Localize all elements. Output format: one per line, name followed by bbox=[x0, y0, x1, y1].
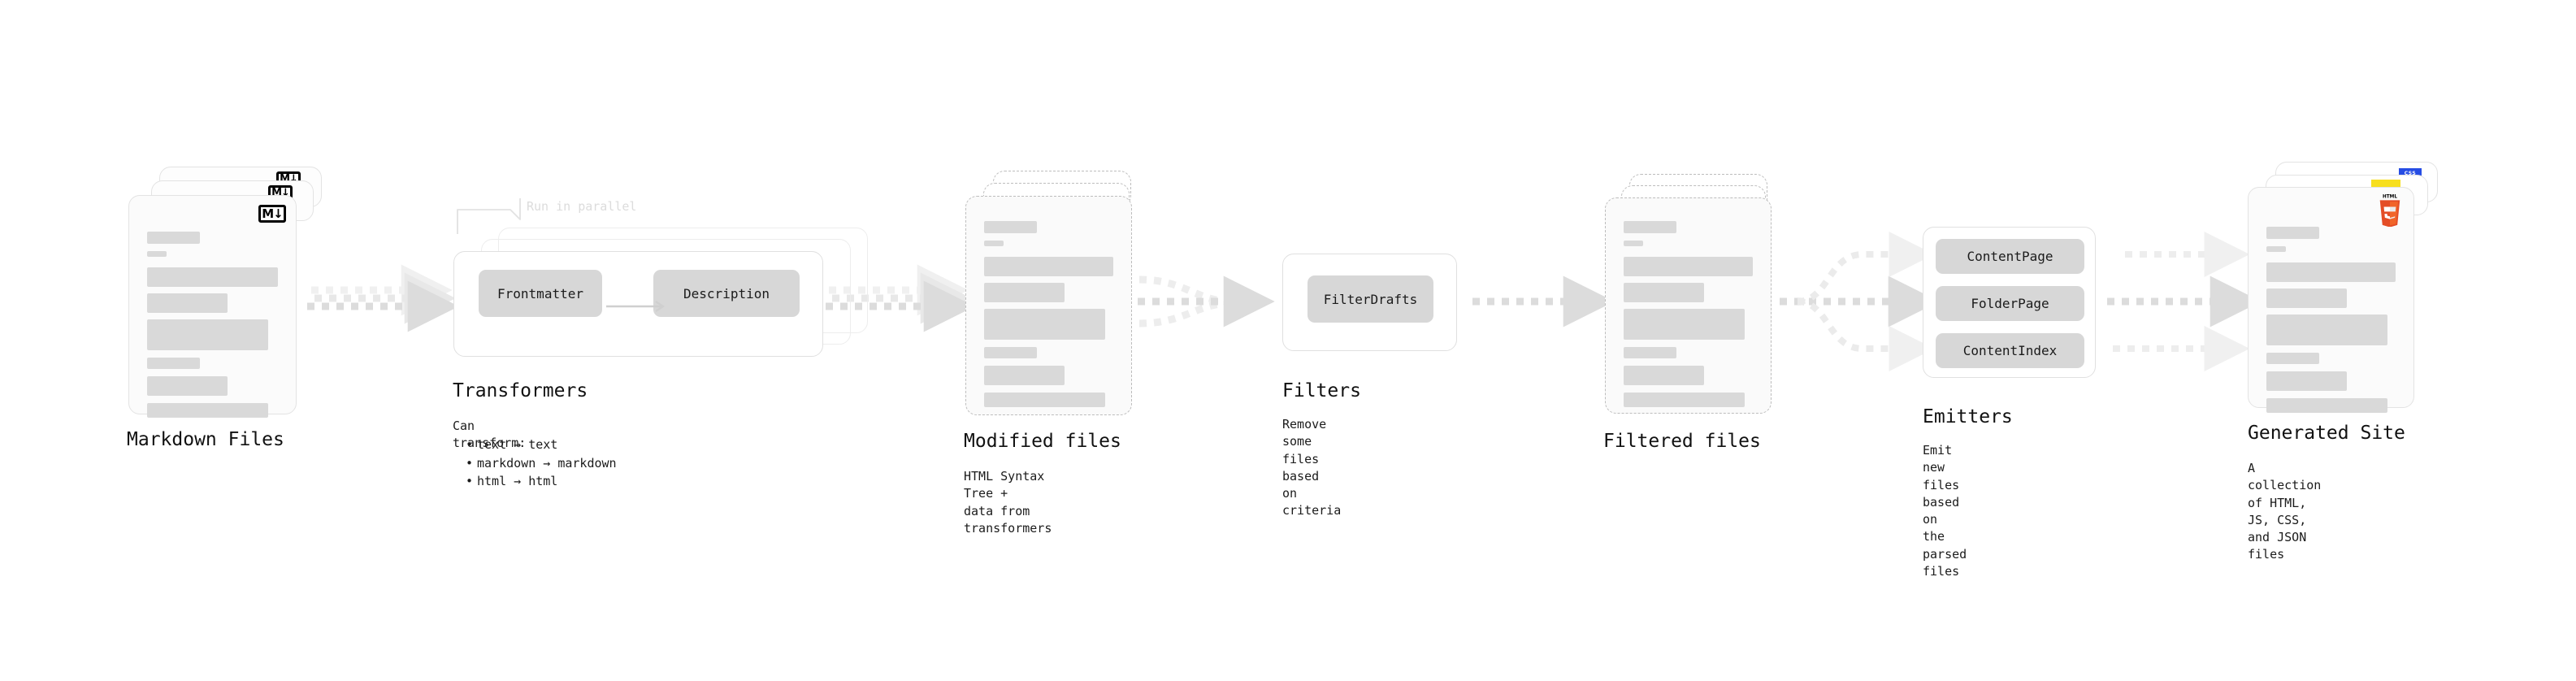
skeleton-bar bbox=[2266, 314, 2387, 345]
arrow-filtered-to-emitters bbox=[1780, 232, 1940, 371]
site-card-front: HTML bbox=[2248, 187, 2414, 413]
skeleton-bar bbox=[984, 257, 1113, 276]
emitters-title: Emitters bbox=[1923, 406, 2013, 427]
filtered-card-front bbox=[1605, 197, 1772, 414]
run-in-parallel-annotation: Run in parallel bbox=[527, 199, 637, 214]
emitters-subtitle: Emit new files based on the parsed files bbox=[1923, 443, 1967, 579]
emitter-chip-contentpage[interactable]: ContentPage bbox=[1936, 239, 2084, 274]
skeleton-bar bbox=[2266, 353, 2319, 364]
skeleton-bar bbox=[984, 221, 1037, 233]
transformer-bullet: text → text bbox=[466, 436, 617, 454]
skeleton-bar bbox=[2266, 371, 2347, 391]
skeleton-bar bbox=[1624, 347, 1676, 358]
skeleton-bar bbox=[2266, 398, 2387, 413]
generated-site-subtitle: A collection of HTML, JS, CSS, and JSON … bbox=[2248, 461, 2322, 562]
skeleton-bar bbox=[1624, 366, 1704, 385]
site-skeleton bbox=[2266, 227, 2396, 413]
transformer-chip-description[interactable]: Description bbox=[653, 270, 800, 317]
skeleton-bar bbox=[2266, 288, 2347, 308]
skeleton-bar bbox=[984, 241, 1004, 246]
skeleton-bar bbox=[147, 319, 268, 350]
transformer-bullet: markdown → markdown bbox=[466, 454, 617, 473]
markdown-icon: M↓ bbox=[258, 205, 286, 223]
skeleton-bar bbox=[147, 293, 228, 313]
transformers-inner-arrow-front bbox=[606, 301, 666, 312]
filters-box: FilterDrafts bbox=[1282, 254, 1457, 351]
skeleton-bar bbox=[147, 376, 228, 396]
skeleton-bar bbox=[147, 358, 200, 369]
skeleton-bar bbox=[984, 366, 1065, 385]
modified-files-subtitle: HTML Syntax Tree + data from transformer… bbox=[964, 469, 1052, 536]
skeleton-bar bbox=[1624, 241, 1643, 246]
arrow-emitters-to-site bbox=[2107, 232, 2262, 371]
transformers-bullets: text → text markdown → markdown html → h… bbox=[463, 436, 617, 491]
skeleton-bar bbox=[2266, 227, 2319, 239]
modified-skeleton bbox=[984, 221, 1113, 407]
skeleton-bar bbox=[147, 232, 200, 244]
emitter-chip-folderpage[interactable]: FolderPage bbox=[1936, 286, 2084, 321]
skeleton-bar bbox=[147, 267, 278, 287]
skeleton-bar bbox=[147, 251, 167, 257]
transformer-bullet: html → html bbox=[466, 472, 617, 491]
skeleton-bar bbox=[1624, 393, 1745, 407]
modified-files-title: Modified files bbox=[964, 431, 1121, 452]
skeleton-bar bbox=[1624, 283, 1704, 302]
skeleton-bar bbox=[984, 309, 1105, 340]
arrow-modified-to-filters bbox=[1138, 275, 1275, 327]
markdown-files-title: Markdown Files bbox=[127, 429, 284, 450]
skeleton-bar bbox=[147, 403, 268, 418]
emitter-chip-contentindex[interactable]: ContentIndex bbox=[1936, 333, 2084, 368]
skeleton-bar bbox=[2266, 246, 2286, 252]
skeleton-bar bbox=[984, 393, 1105, 407]
filtered-skeleton bbox=[1624, 221, 1753, 407]
markdown-skeleton bbox=[147, 232, 278, 418]
generated-site-title: Generated Site bbox=[2248, 423, 2405, 444]
svg-text:HTML: HTML bbox=[2383, 195, 2397, 200]
skeleton-bar bbox=[984, 347, 1037, 358]
skeleton-bar bbox=[1624, 309, 1745, 340]
html5-icon: HTML bbox=[2376, 194, 2404, 228]
transformers-box-front: Frontmatter Description bbox=[453, 251, 823, 357]
transformers-title: Transformers bbox=[453, 380, 588, 401]
filtered-files-title: Filtered files bbox=[1603, 431, 1761, 452]
skeleton-bar bbox=[2266, 262, 2396, 282]
emitters-box: ContentPage FolderPage ContentIndex bbox=[1923, 227, 2096, 378]
skeleton-bar bbox=[1624, 257, 1753, 276]
markdown-card-front: M↓ bbox=[128, 195, 297, 418]
skeleton-bar bbox=[1624, 221, 1676, 233]
filters-subtitle: Remove some files based on criteria bbox=[1282, 417, 1342, 518]
skeleton-bar bbox=[984, 283, 1065, 302]
modified-card-front bbox=[965, 196, 1132, 415]
filters-title: Filters bbox=[1282, 380, 1361, 401]
arrow-markdown-to-transformers bbox=[307, 264, 459, 332]
filter-chip-filterdrafts[interactable]: FilterDrafts bbox=[1308, 275, 1433, 323]
transformer-chip-frontmatter[interactable]: Frontmatter bbox=[479, 270, 602, 317]
